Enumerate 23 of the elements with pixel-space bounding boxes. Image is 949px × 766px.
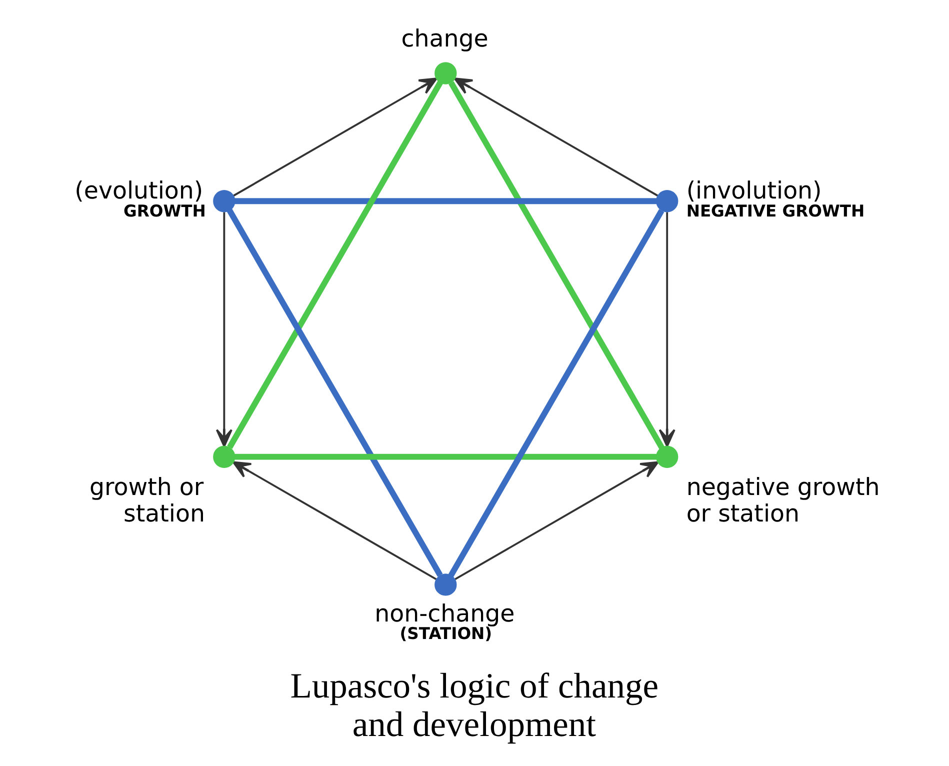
node-circle xyxy=(434,62,457,84)
connector xyxy=(234,198,656,204)
node-label: negative growth or station xyxy=(686,473,880,528)
connector xyxy=(448,81,664,450)
node-circle xyxy=(434,574,457,596)
node-label: non-change xyxy=(374,599,515,628)
arrow xyxy=(658,212,676,448)
node-circle xyxy=(656,446,678,468)
connector xyxy=(448,209,664,578)
arrow xyxy=(454,78,658,196)
connector xyxy=(234,454,657,460)
connector xyxy=(226,208,443,577)
arrow xyxy=(454,461,659,580)
connector xyxy=(227,80,443,449)
caption: Lupasco's logic of change and development xyxy=(290,665,659,744)
arrow xyxy=(232,461,437,580)
arrow xyxy=(216,212,232,448)
arrow xyxy=(233,78,438,196)
node-label: change xyxy=(401,24,488,52)
node-circle xyxy=(213,190,236,212)
node-circle xyxy=(656,190,678,212)
node-label: growth or station xyxy=(89,473,205,528)
node-circle xyxy=(213,446,236,468)
